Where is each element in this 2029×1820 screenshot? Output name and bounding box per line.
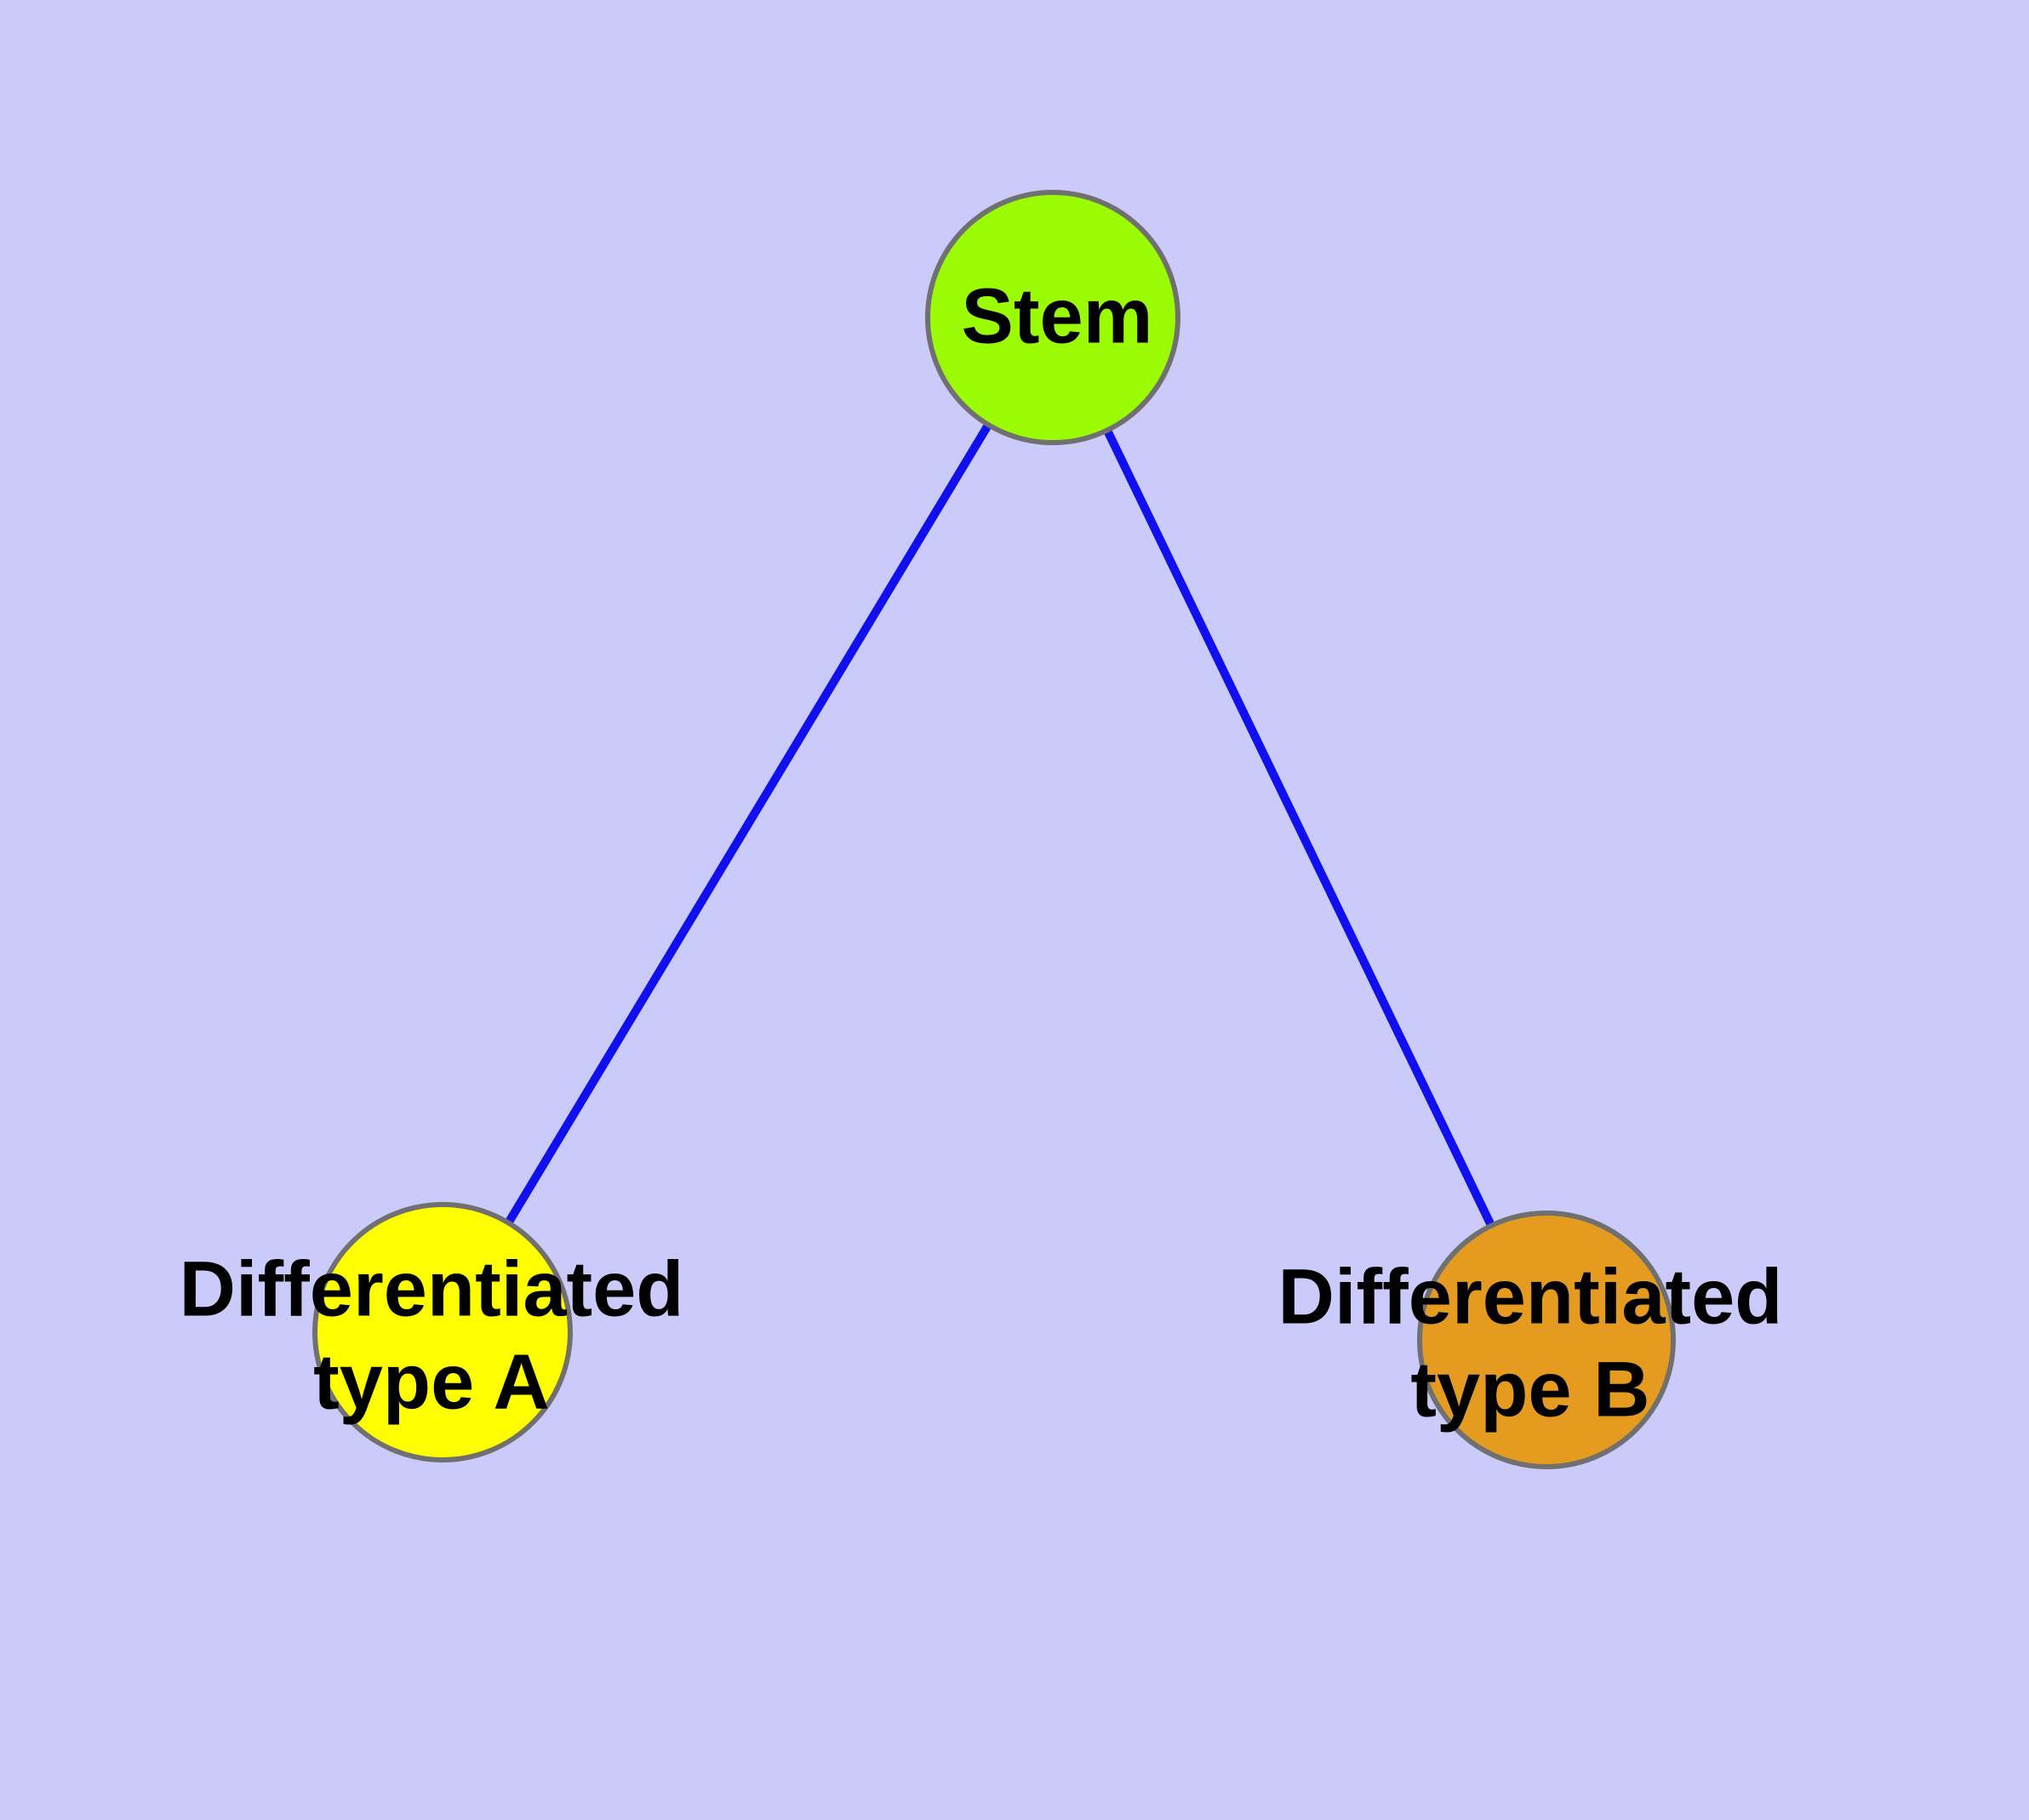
node-stem-label: Stem (961, 272, 1153, 360)
node-differentiated-type-b-label: Differentiated type B (1278, 1251, 1783, 1438)
label-line-1: Differentiated (179, 1245, 684, 1333)
edge-stem-to-type-a (438, 315, 1057, 1335)
label-line-2: type A (313, 1339, 550, 1426)
node-stem (925, 190, 1180, 445)
node-differentiated-type-b (1417, 1210, 1676, 1469)
edge-stem-to-type-b (1049, 315, 1551, 1342)
label-line-2: type B (1410, 1347, 1650, 1434)
node-differentiated-type-a (312, 1202, 573, 1462)
node-differentiated-type-a-label: Differentiated type A (180, 1244, 684, 1430)
label-line-1: Differentiated (1277, 1253, 1783, 1341)
